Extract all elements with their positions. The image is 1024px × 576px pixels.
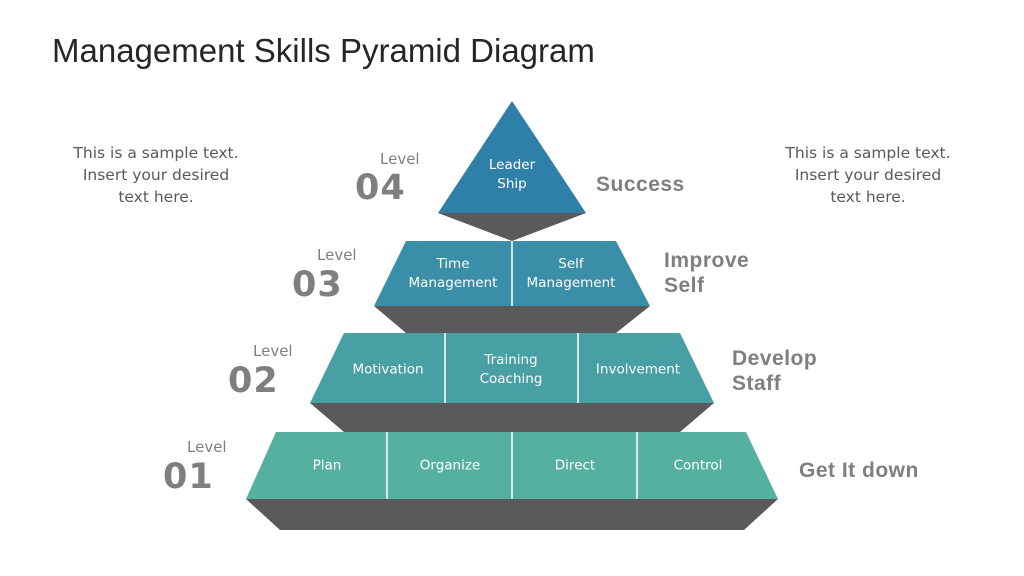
outcome-level-1: Get It down	[799, 458, 919, 483]
cell-training-coaching: Training Coaching	[480, 351, 543, 389]
pyramid-level-3	[374, 241, 650, 333]
cell-line: Control	[673, 457, 723, 474]
sample-text-line: text here.	[830, 188, 906, 206]
cell-line: Motivation	[352, 361, 424, 378]
level-3-shadow	[374, 306, 650, 333]
cell-self-management: Self Management	[527, 255, 616, 293]
cell-direct: Direct	[555, 457, 595, 476]
level-1-word: Level	[187, 438, 227, 456]
level-2-word: Level	[253, 342, 293, 360]
cell-control: Control	[674, 457, 723, 476]
cell-line: Leader	[488, 157, 536, 173]
level-1-number: 01	[163, 457, 214, 497]
cell-leadership: Leader Ship	[489, 156, 535, 194]
outcome-level-3: Improve Self	[664, 248, 749, 298]
cell-time-management: Time Management	[409, 255, 498, 293]
sample-text-line: Insert your desired	[82, 166, 230, 184]
level-3-word: Level	[317, 246, 357, 264]
pyramid-level-2	[310, 333, 714, 432]
sample-text-line: This is a sample text.	[73, 144, 239, 162]
cell-organize: Organize	[420, 457, 480, 476]
outcome-line: Success	[596, 173, 685, 196]
cell-involvement: Involvement	[596, 361, 680, 380]
outcome-line: Staff	[732, 372, 782, 395]
sample-text-right: This is a sample text. Insert your desir…	[763, 142, 973, 208]
level-4-word: Level	[380, 150, 420, 168]
cell-line: Management	[526, 275, 616, 291]
cell-line: Management	[408, 275, 498, 291]
level-1-shadow	[246, 499, 778, 530]
level-4-shadow	[438, 213, 586, 241]
sample-text-line: Insert your desired	[794, 166, 942, 184]
outcome-line: Develop	[732, 347, 818, 370]
page-title: Management Skills Pyramid Diagram	[52, 32, 595, 69]
level-2-number: 02	[228, 361, 279, 401]
level-2-face	[310, 333, 714, 403]
cell-line: Organize	[419, 457, 481, 474]
cell-line: Involvement	[595, 361, 681, 378]
outcome-level-4: Success	[596, 172, 685, 197]
cell-line: Self	[558, 256, 584, 272]
outcome-line: Improve	[664, 249, 750, 272]
level-4-face	[438, 101, 586, 213]
outcome-line: Get It down	[799, 459, 919, 482]
cell-line: Coaching	[479, 371, 543, 387]
sample-text-line: text here.	[118, 188, 194, 206]
cell-line: Time	[436, 256, 470, 272]
outcome-level-2: Develop Staff	[732, 346, 817, 396]
pyramid-level-4	[438, 101, 586, 241]
level-4-number: 04	[355, 168, 406, 208]
level-3-number: 03	[292, 265, 343, 305]
pyramid-level-1	[246, 432, 778, 530]
cell-line: Plan	[312, 457, 342, 474]
cell-plan: Plan	[313, 457, 342, 476]
cell-line: Training	[484, 352, 538, 368]
outcome-line: Self	[664, 274, 705, 297]
cell-line: Ship	[497, 176, 527, 192]
sample-text-line: This is a sample text.	[785, 144, 951, 162]
cell-line: Direct	[554, 457, 596, 474]
cell-motivation: Motivation	[352, 361, 423, 380]
level-2-shadow	[310, 403, 714, 432]
sample-text-left: This is a sample text. Insert your desir…	[51, 142, 261, 208]
